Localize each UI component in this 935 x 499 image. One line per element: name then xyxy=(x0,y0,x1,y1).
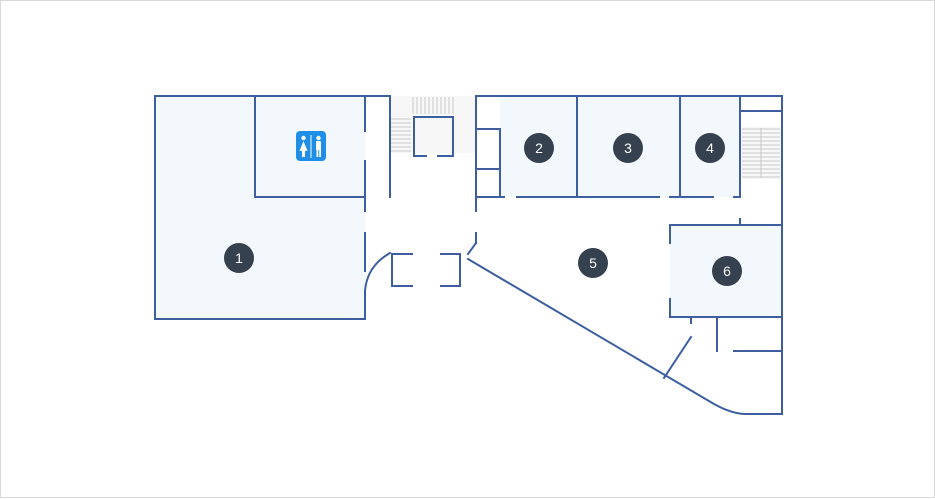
room-label-4: 4 xyxy=(706,140,714,156)
room-1-area[interactable] xyxy=(155,96,365,319)
restroom-icon[interactable] xyxy=(296,131,326,161)
walls xyxy=(154,95,783,415)
room-marker-4[interactable]: 4 xyxy=(695,133,725,163)
stairs-right xyxy=(741,127,781,179)
room-label-6: 6 xyxy=(723,263,731,279)
room-fills xyxy=(155,96,782,319)
room-marker-1[interactable]: 1 xyxy=(224,243,254,273)
room-label-5: 5 xyxy=(589,255,597,271)
room-marker-2[interactable]: 2 xyxy=(524,133,554,163)
room-marker-6[interactable]: 6 xyxy=(712,256,742,286)
room-marker-5[interactable]: 5 xyxy=(578,248,608,278)
room-label-3: 3 xyxy=(624,140,632,156)
stairs-center xyxy=(390,96,476,153)
room-label-2: 2 xyxy=(535,140,543,156)
room-marker-3[interactable]: 3 xyxy=(613,133,643,163)
room-label-1: 1 xyxy=(235,250,243,266)
